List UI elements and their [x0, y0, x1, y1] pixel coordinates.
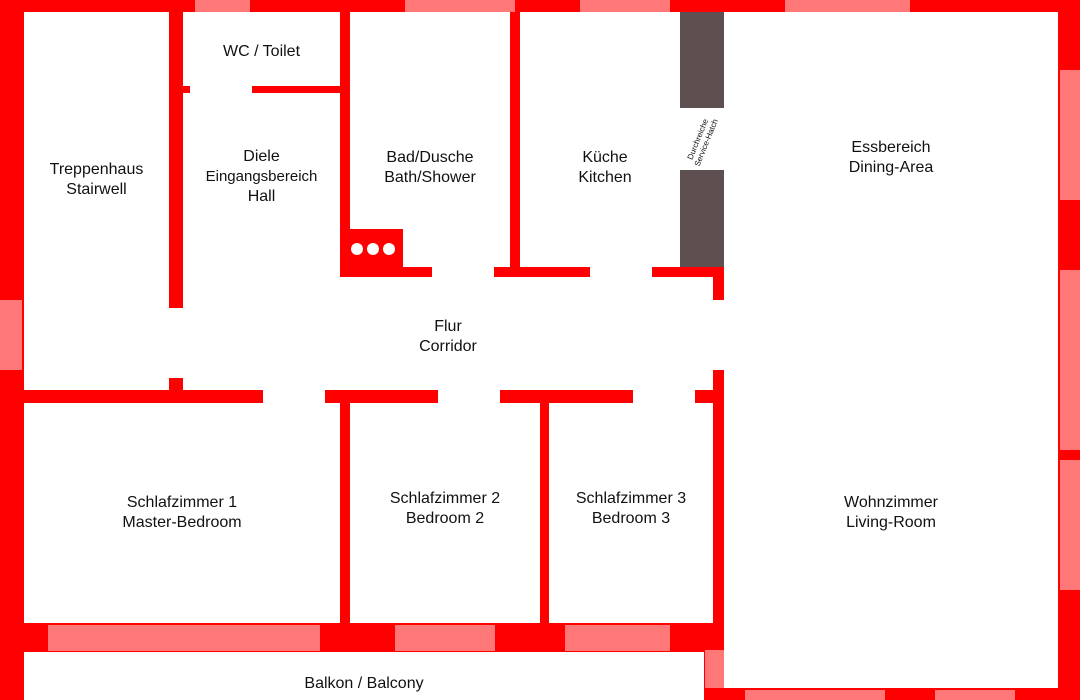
room-label-master-bedroom: Schlafzimmer 1 Master-Bedroom: [24, 493, 340, 533]
doors: [169, 86, 724, 403]
door-living: [713, 300, 724, 370]
door-master-bedroom: [263, 390, 325, 403]
shaft-circle-3: [383, 243, 395, 255]
floor-wc: [183, 12, 340, 86]
room-label-bedroom-2: Schlafzimmer 2 Bedroom 2: [350, 489, 540, 529]
room-label-kitchen: Küche Kitchen: [520, 148, 690, 188]
room-label-hall: Diele Eingangsbereich Hall: [183, 147, 340, 207]
window-top-4: [785, 0, 910, 12]
door-kitchen: [590, 267, 652, 277]
dining-label-en: Dining-Area: [848, 159, 934, 176]
window-top-2: [405, 0, 515, 12]
corridor-label-en: Corridor: [419, 338, 477, 355]
room-label-dining: Essbereich Dining-Area: [724, 138, 1058, 178]
floor-balcony: [24, 652, 704, 700]
shaft-icon: [351, 243, 395, 255]
room-label-balcony: Balkon / Balcony: [24, 674, 704, 694]
floor-hall: [183, 93, 340, 280]
bath-label-de: Bad/Dusche: [386, 149, 474, 166]
kitchen-label-en: Kitchen: [578, 169, 632, 186]
living-label-en: Living-Room: [846, 514, 936, 531]
hatch-counter-top: [680, 12, 724, 108]
window-bedroom-1: [48, 625, 320, 651]
service-hatch-counters: [680, 12, 724, 267]
room-floors: [24, 12, 1058, 700]
room-label-service-hatch: Durchreiche Service-Hatch: [678, 112, 726, 170]
shaft-circle-1: [351, 243, 363, 255]
kitchen-label-de: Küche: [582, 149, 628, 166]
window-top-1: [195, 0, 250, 12]
window-living-3: [935, 690, 1015, 700]
door-bedroom-3: [633, 390, 695, 403]
room-label-wc: WC / Toilet: [183, 42, 340, 62]
door-stairwell: [169, 308, 183, 378]
window-living-1: [705, 650, 725, 688]
floor-bath: [350, 12, 510, 229]
floor-master-bedroom: [24, 403, 340, 623]
floor-kitchen: [520, 12, 680, 267]
balcony-label: Balkon / Balcony: [304, 675, 424, 692]
hall-label-en: Hall: [247, 188, 276, 205]
floor-corridor: [183, 277, 713, 390]
door-wc: [190, 86, 252, 93]
master-bedroom-label-de: Schlafzimmer 1: [126, 494, 238, 511]
master-bedroom-label-en: Master-Bedroom: [122, 514, 242, 531]
corridor-label-de: Flur: [434, 318, 462, 335]
room-label-corridor: Flur Corridor: [183, 317, 713, 357]
room-label-bath: Bad/Dusche Bath/Shower: [350, 148, 510, 188]
door-bath: [432, 267, 494, 277]
floor-stairwell: [24, 12, 169, 390]
bath-label-en: Bath/Shower: [384, 169, 476, 186]
floor-bedroom-2: [350, 403, 540, 623]
hatch-counter-bottom: [680, 170, 724, 267]
window-top-3: [580, 0, 670, 12]
floor-dining-living: [724, 12, 1058, 688]
room-label-living: Wohnzimmer Living-Room: [724, 493, 1058, 533]
bedroom-3-label-en: Bedroom 3: [591, 510, 671, 527]
window-bedroom-3: [565, 625, 670, 651]
floor-hatch-gap: [680, 108, 724, 170]
floor-bedroom-3: [549, 403, 713, 623]
bedroom-2-label-de: Schlafzimmer 2: [389, 490, 501, 507]
dining-label-de: Essbereich: [851, 139, 931, 156]
stairwell-label-de: Treppenhaus: [49, 161, 144, 178]
wc-label: WC / Toilet: [222, 43, 301, 60]
hall-label-de: Diele: [243, 148, 280, 165]
door-bedroom-2: [438, 390, 500, 403]
window-right-2: [1060, 270, 1080, 450]
floor-bath-lower: [403, 229, 510, 267]
hall-label-de-2: Eingangsbereich: [205, 168, 318, 185]
room-label-bedroom-3: Schlafzimmer 3 Bedroom 3: [549, 489, 713, 529]
room-label-stairwell: Treppenhaus Stairwell: [24, 160, 169, 200]
window-bedroom-2: [395, 625, 495, 651]
window-living-2: [745, 690, 885, 700]
bedroom-2-label-en: Bedroom 2: [405, 510, 485, 527]
living-label-de: Wohnzimmer: [844, 494, 938, 511]
window-right-1: [1060, 70, 1080, 200]
window-left-1: [0, 300, 22, 370]
shaft-circle-2: [367, 243, 379, 255]
stairwell-label-en: Stairwell: [66, 181, 127, 198]
window-right-3: [1060, 460, 1080, 590]
bedroom-3-label-de: Schlafzimmer 3: [575, 490, 687, 507]
